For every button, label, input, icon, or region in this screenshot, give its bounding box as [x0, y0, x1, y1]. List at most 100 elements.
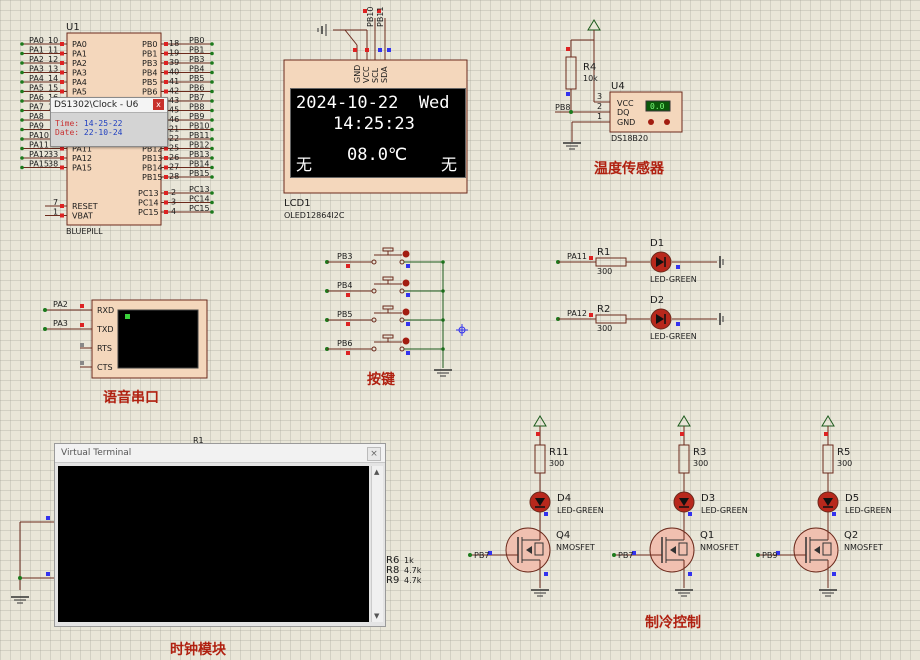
- resistor-value: 300: [597, 267, 612, 276]
- mcu-left-net: PA12: [29, 150, 49, 159]
- mcu-left-net: PA2: [29, 55, 44, 64]
- diode-icon: [823, 498, 833, 506]
- key-indicator: [402, 279, 410, 287]
- led-part: LED-GREEN: [650, 332, 697, 341]
- scroll-up-icon[interactable]: ▲: [374, 468, 380, 476]
- mcu-left-pin: PA15: [72, 164, 92, 173]
- mcu-right-pin: PB14: [142, 164, 163, 173]
- mcu-right-num: 25: [169, 144, 179, 153]
- sensor-ref: U4: [611, 81, 625, 92]
- mcu-left-num: 11: [48, 46, 58, 55]
- mcu-pin-node: [20, 137, 24, 141]
- mcu-left-net: PA5: [29, 84, 44, 93]
- clock-popup-title[interactable]: DS1302\Clock - U6: [51, 98, 167, 113]
- mcu-pin-state: [164, 165, 168, 170]
- key-cap: [382, 276, 394, 281]
- uart-pin-cts: CTS: [97, 363, 113, 372]
- mcu-pin-node: [20, 146, 24, 151]
- mcu-pin-node: [20, 99, 24, 103]
- key-indicator: [402, 250, 410, 258]
- mcu-pin-state: [164, 80, 168, 84]
- clock-popup[interactable]: DS1302\Clock - U6 x Time: 14-25-22 Date:…: [50, 97, 168, 147]
- terminal-title[interactable]: Virtual Terminal: [55, 444, 385, 463]
- close-icon[interactable]: x: [153, 99, 164, 110]
- mcu-pc-net: PC15: [189, 204, 210, 213]
- terminal-ref-behind: R1: [193, 436, 204, 445]
- mcu-right-num: 43: [169, 96, 179, 105]
- resistor-ref: R3: [693, 447, 706, 458]
- power-icon: [677, 415, 691, 427]
- mcu-pin-node: [210, 137, 214, 141]
- virtual-terminal-window[interactable]: Virtual Terminal × ▲ ▼: [54, 443, 386, 627]
- mcu-pin-node: [20, 61, 24, 65]
- mcu-pin-node: [210, 61, 214, 65]
- mcu-reset-num: 7: [53, 198, 58, 207]
- mcu-left-num: 33: [48, 150, 58, 159]
- mcu-right-num: 18: [169, 39, 179, 48]
- mcu-pin-node: [20, 51, 24, 56]
- mcu-pin-node: [20, 80, 24, 84]
- clock-module: R1 R6 1k R8 4.7k R9 4.7k 时钟模块: [11, 436, 422, 658]
- sensor-pin-dq: DQ: [617, 108, 629, 117]
- mcu-pin-node: [210, 191, 214, 195]
- key-contact: [399, 259, 405, 265]
- lcd-left-text: 无: [296, 155, 313, 174]
- mcu-part: BLUEPILL: [66, 227, 103, 236]
- mcu-right-num: 41: [169, 77, 179, 86]
- mcu-left-num: 15: [48, 84, 58, 93]
- mcu-pc-num: 3: [171, 198, 176, 207]
- mosfet-ref: Q4: [556, 530, 570, 541]
- key-contact: [371, 346, 377, 352]
- mcu-reset-num: 1: [53, 208, 58, 217]
- terminal-close-icon[interactable]: ×: [367, 447, 381, 461]
- mcu-pin-node: [210, 108, 214, 113]
- terminal-screen[interactable]: [58, 466, 369, 622]
- mcu-pin-state: [60, 61, 64, 65]
- mcu-left-net: PA11: [29, 141, 49, 150]
- mosfet-part: NMOSFET: [844, 543, 883, 552]
- uart-module[interactable]: PA2 PA3 RXD TXD RTS CTS 语音串口: [43, 299, 208, 406]
- pin-state: [346, 264, 350, 268]
- mcu-left-pin: PA11: [72, 145, 92, 154]
- diode-icon: [535, 498, 545, 506]
- mcu-right-pin: PB12: [142, 145, 163, 154]
- lcd-right-text: 无: [441, 155, 458, 174]
- resistor-ref: R2: [597, 304, 610, 315]
- resistor: [595, 257, 627, 267]
- clock-r6-ref: R6: [386, 555, 399, 566]
- mcu-right-pin: PB0: [142, 40, 157, 49]
- resistor: [822, 444, 834, 474]
- mcu-left-net: PA6: [29, 93, 44, 102]
- mcu-left-net: PA9: [29, 122, 44, 131]
- mcu-left-num: 14: [48, 74, 58, 83]
- diode-icon: [656, 257, 664, 267]
- mcu-pin-node: [210, 165, 214, 170]
- mcu-pin-node: [20, 156, 24, 160]
- mcu-right-pin: PB3: [142, 59, 157, 68]
- pin-state: [346, 293, 350, 297]
- terminal-scrollbar[interactable]: ▲ ▼: [371, 466, 383, 622]
- key-net-label: PB3: [337, 252, 352, 261]
- mcu-right-net: PB12: [189, 141, 210, 150]
- uart-title: 语音串口: [103, 389, 159, 406]
- mcu-right-pin: PB13: [142, 154, 163, 163]
- gate-net-label: PB9: [762, 551, 777, 560]
- mcu-pin-state: [164, 210, 168, 214]
- clock-popup-time: Time: 14-25-22: [51, 119, 167, 128]
- temp-sensor[interactable]: R4 10k PB8 3 2 1 U4 VCC DQ GND 0.0 DS18B…: [555, 19, 683, 177]
- led-ref: D4: [557, 493, 571, 504]
- mcu-right-net: PB3: [189, 55, 204, 64]
- clock-r8-val: 4.7k: [404, 566, 422, 575]
- mcu-left-pin: PA0: [72, 40, 87, 49]
- mcu-pin-state: [164, 156, 168, 160]
- mcu-pin-node: [20, 127, 24, 132]
- led-ref: D2: [650, 295, 664, 306]
- mcu-pin-state: [60, 51, 64, 56]
- mcu-pin-state: [164, 191, 168, 195]
- scroll-down-icon[interactable]: ▼: [374, 612, 380, 620]
- mcu-right-net: PB10: [189, 122, 210, 131]
- sensor-r-val: 10k: [583, 74, 598, 83]
- uart-pin-txd: TXD: [96, 325, 114, 334]
